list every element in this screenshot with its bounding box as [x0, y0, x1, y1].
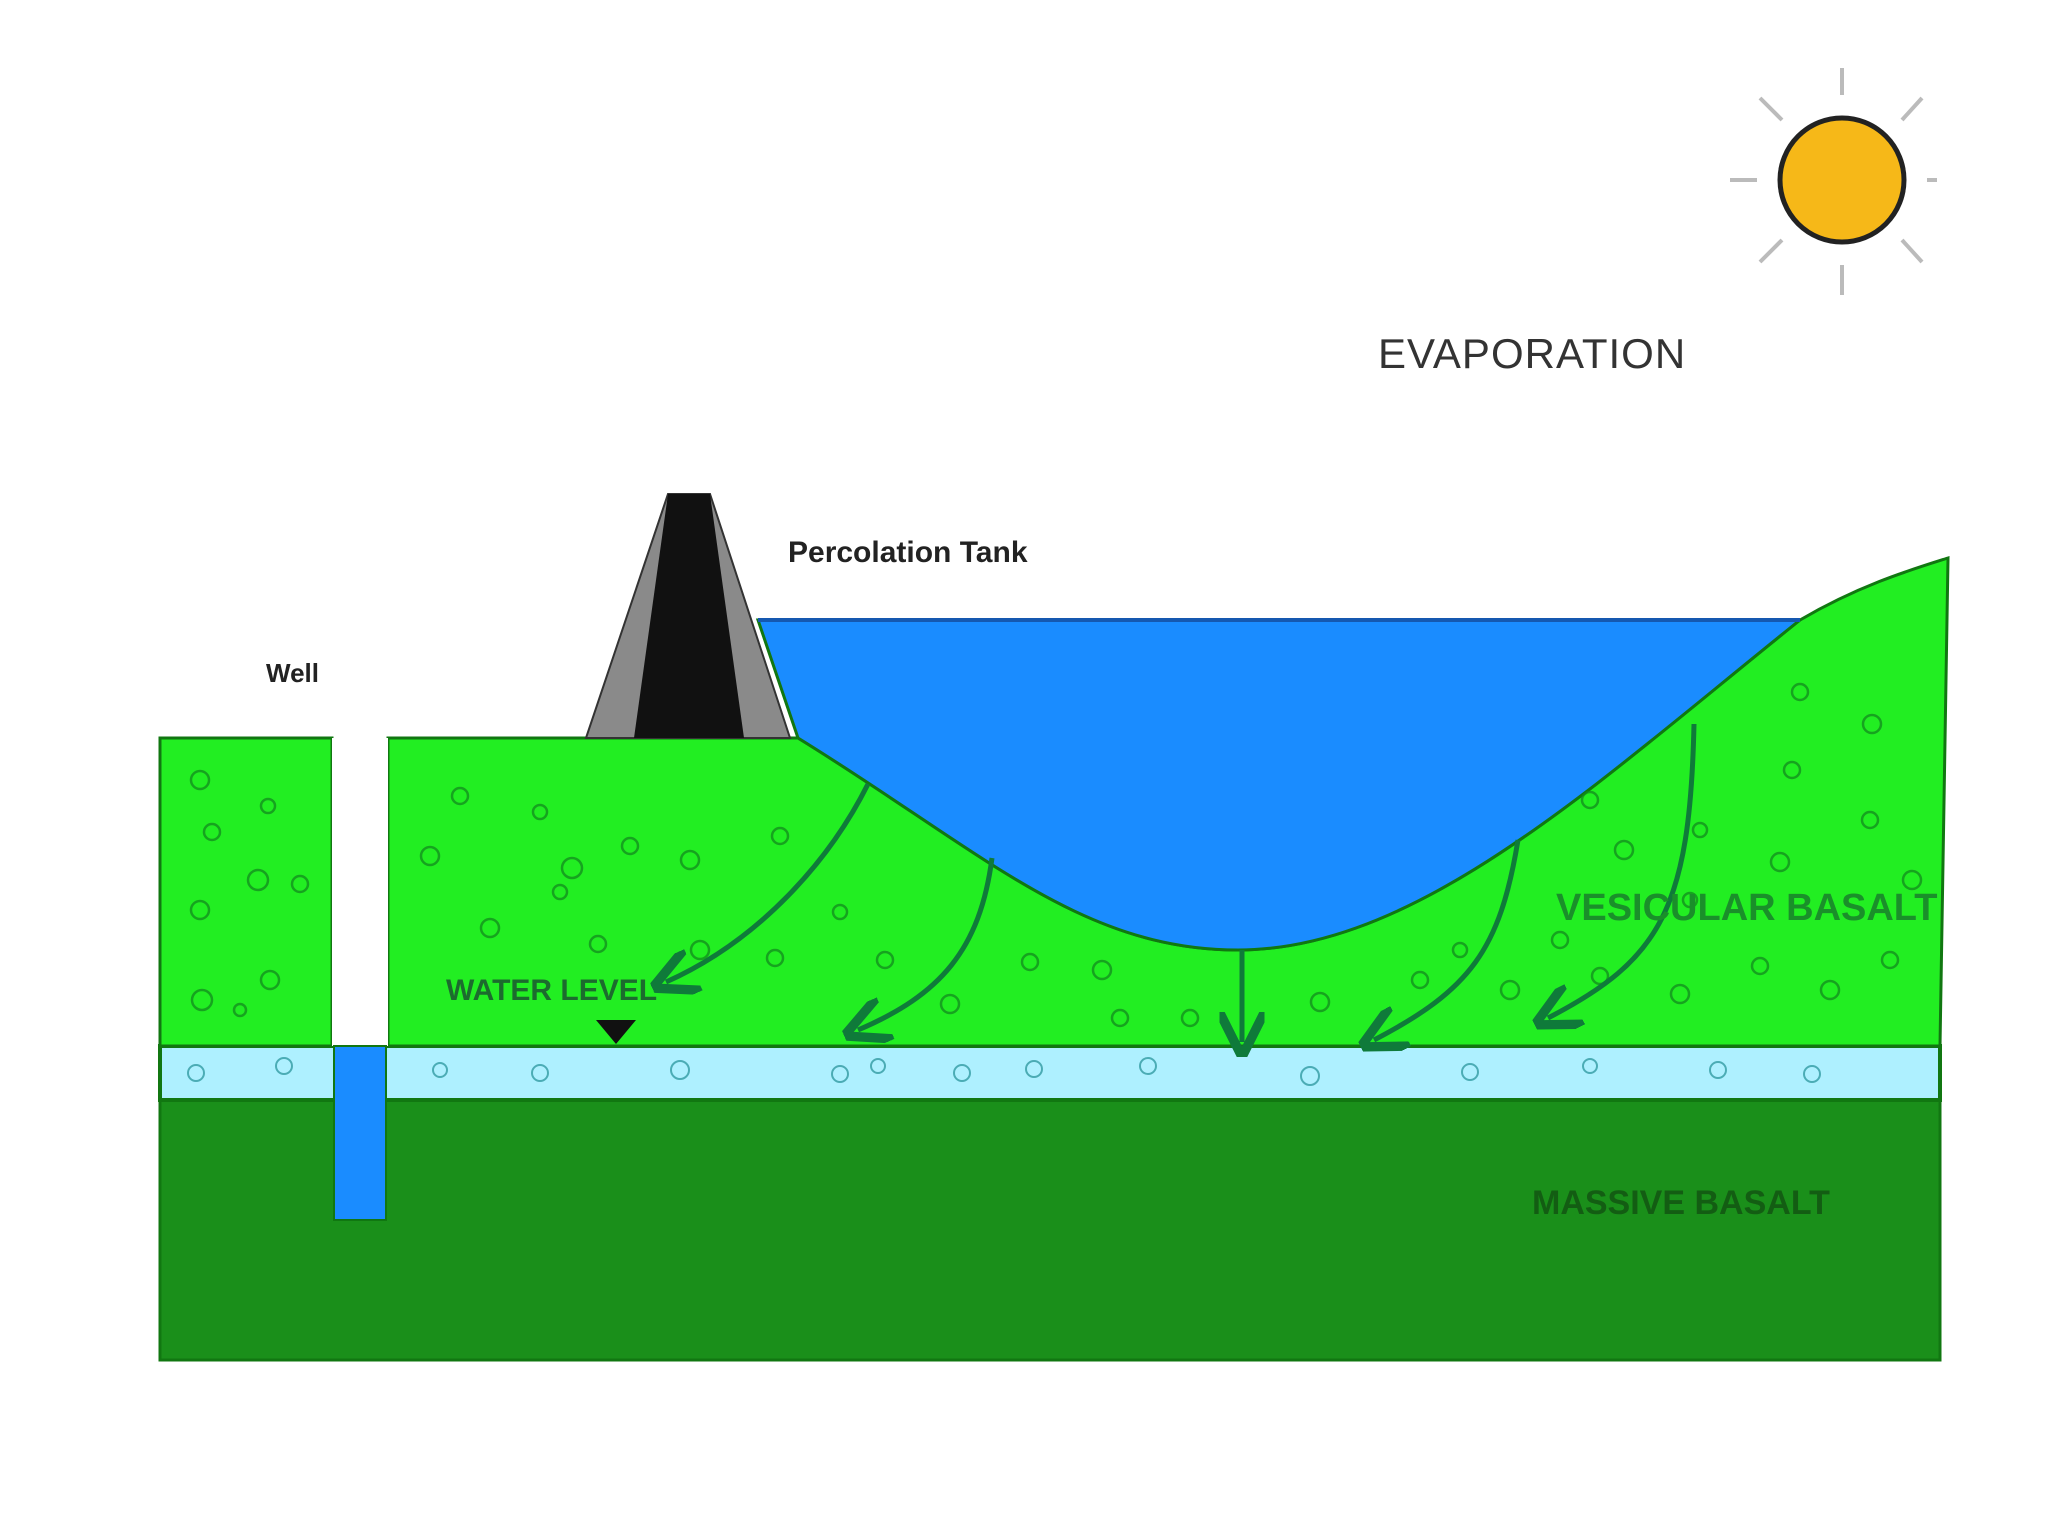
water-level-label: WATER LEVEL	[446, 974, 657, 1007]
well-shaft	[332, 738, 388, 1046]
percolation-arrows	[666, 723, 1697, 1042]
percolation-arrow-4	[1374, 839, 1521, 1040]
massive-basalt-label: MASSIVE BASALT	[1532, 1184, 1830, 1222]
evaporation-label: EVAPORATION	[1378, 330, 1686, 377]
well-label: Well	[266, 658, 319, 688]
percolation-tank-label: Percolation Tank	[788, 536, 1028, 569]
vesicular-basalt-label: VESICULAR BASALT	[1556, 887, 1937, 929]
well-water	[333, 1045, 387, 1221]
vesicular-basalt-left-block	[158, 736, 334, 1048]
massive-basalt-layer	[158, 1098, 1942, 1362]
triangle-down-icon	[596, 1020, 636, 1044]
percolation-arrow-2	[858, 857, 995, 1030]
percolation-arrow-5	[1548, 723, 1697, 1018]
percolation-tank-water	[755, 618, 1805, 952]
sun-icon	[1730, 68, 1937, 295]
aquifer-band	[158, 1044, 1942, 1102]
dam-bund	[584, 493, 792, 739]
percolation-arrow-1	[666, 782, 871, 982]
vesicle-texture	[189, 682, 1923, 1028]
aquifer-texture	[187, 1057, 1821, 1086]
